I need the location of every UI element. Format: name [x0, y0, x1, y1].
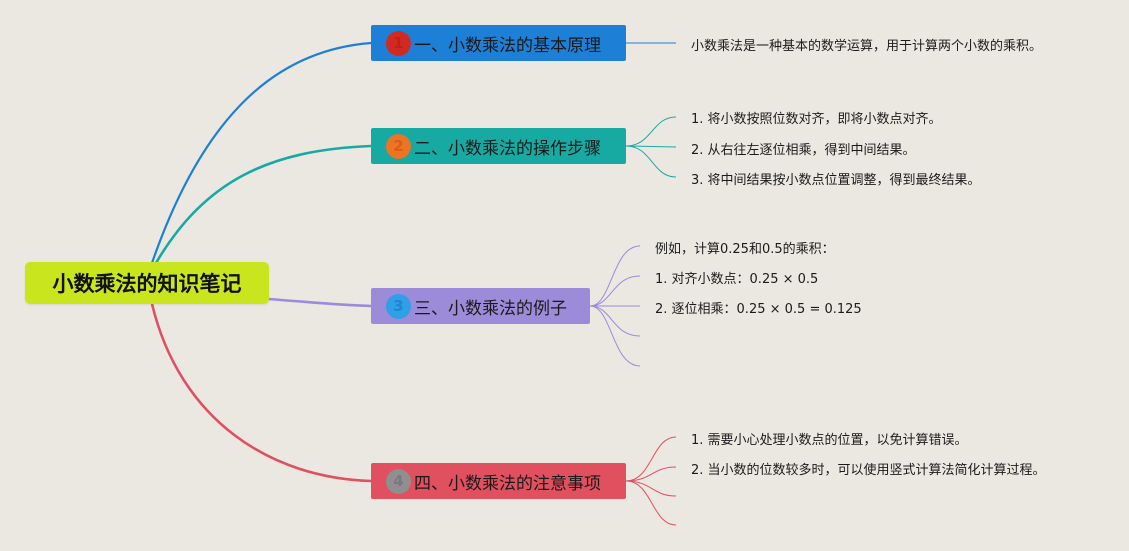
branch-label: 三、小数乘法的例子 [414, 298, 567, 319]
leaf-1-1[interactable]: 小数乘法是一种基本的数学运算，用于计算两个小数的乘积。 [691, 39, 1043, 54]
leaf-line-4-3 [625, 480, 677, 497]
branch-label: 一、小数乘法的基本原理 [414, 35, 601, 56]
branch-label: 二、小数乘法的操作步骤 [414, 138, 601, 159]
leaf-2-3[interactable]: 3. 将中间结果按小数点位置调整，得到最终结果。 [691, 173, 981, 188]
leaf-3-2[interactable]: 1. 对齐小数点：0.25 × 0.5 [655, 272, 819, 287]
number-2-icon: 2 [386, 133, 411, 159]
number-3-icon: 3 [386, 293, 411, 319]
leaf-3-1[interactable]: 例如，计算0.25和0.5的乘积： [655, 242, 835, 257]
leaf-line-3-2 [589, 275, 641, 307]
connector-branch-2 [154, 144, 372, 264]
leaf-line-2-2 [625, 145, 677, 148]
leaf-3-3[interactable]: 2. 逐位相乘：0.25 × 0.5 = 0.125 [655, 302, 862, 317]
branch-examples[interactable]: 3 三、小数乘法的例子 [371, 288, 590, 324]
leaf-2-1[interactable]: 1. 将小数按照位数对齐，即将小数点对齐。 [691, 112, 942, 127]
branch-basic-principle[interactable]: 1 一、小数乘法的基本原理 [371, 25, 626, 61]
connector-branch-3 [267, 297, 372, 308]
leaf-line-4-1 [625, 436, 677, 482]
number-1-icon: 1 [386, 30, 411, 56]
connector-branch-4 [150, 303, 372, 483]
leaf-line-2-3 [625, 145, 677, 178]
branch-label: 四、小数乘法的注意事项 [414, 473, 601, 494]
leaf-line-4-4 [625, 480, 677, 526]
root-title: 小数乘法的知识笔记 [52, 272, 242, 296]
leaf-line-3-5 [589, 305, 641, 367]
connector-branch-1 [150, 41, 372, 264]
root-node[interactable]: 小数乘法的知识笔记 [25, 262, 269, 304]
branch-notes[interactable]: 4 四、小数乘法的注意事项 [371, 463, 626, 499]
leaf-line-4-2 [625, 466, 677, 482]
leaf-line-3-4 [589, 305, 641, 337]
leaf-line-3-1 [589, 245, 641, 307]
branch-operation-steps[interactable]: 2 二、小数乘法的操作步骤 [371, 128, 626, 164]
leaf-4-2[interactable]: 2. 当小数的位数较多时，可以使用竖式计算法简化计算过程。 [691, 463, 1046, 478]
leaf-2-2[interactable]: 2. 从右往左逐位相乘，得到中间结果。 [691, 143, 916, 158]
leaf-line-2-1 [625, 116, 677, 147]
number-4-icon: 4 [386, 468, 411, 494]
leaf-4-1[interactable]: 1. 需要小心处理小数点的位置，以免计算错误。 [691, 433, 968, 448]
